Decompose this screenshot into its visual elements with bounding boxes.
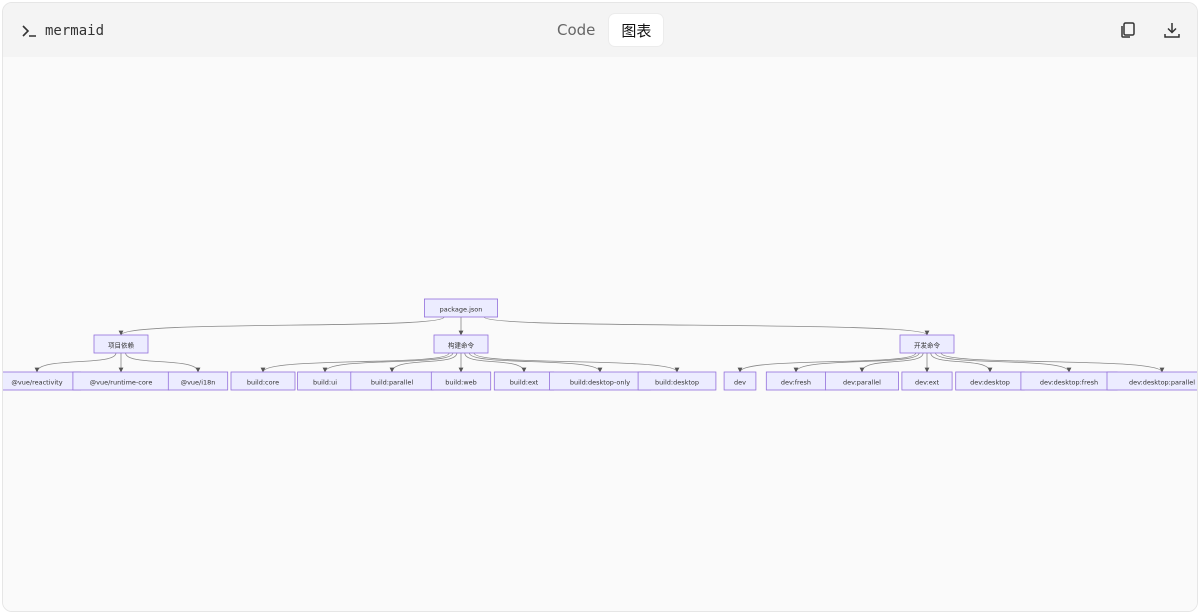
edge-root-g1 xyxy=(118,316,445,336)
mermaid-diagram: package.json 项目依赖 @vue/reactivity @vue/runt… xyxy=(3,298,1197,391)
node-g1: 项目依赖 xyxy=(93,334,149,354)
node-g1-leaf-label: @vue/runtime-core xyxy=(90,379,153,387)
edge-g3-2 xyxy=(859,352,924,373)
node-g1-leaf: @vue/i18n xyxy=(167,371,229,391)
node-g2-leaf-label: build:ui xyxy=(313,379,337,387)
node-g3-leaf: dev:parallel xyxy=(825,371,900,391)
node-g2-leaf-box xyxy=(637,371,717,391)
node-g1-leaf: @vue/runtime-core xyxy=(72,371,170,391)
node-g3-leaf-label: dev xyxy=(734,379,746,387)
edge-g2-4 xyxy=(464,352,527,373)
view-toggle: Code 图表 xyxy=(545,14,664,46)
node-g2-leaf: build:parallel xyxy=(350,371,434,391)
copy-icon xyxy=(1121,22,1135,38)
toolbar: mermaid Code 图表 xyxy=(3,3,1197,57)
tab-code[interactable]: Code xyxy=(557,21,596,39)
node-g3-leaf: dev xyxy=(723,371,757,391)
node-g3-leaf: dev:desktop xyxy=(955,371,1025,391)
tab-diagram[interactable]: 图表 xyxy=(609,14,664,46)
node-g1-leaf: @vue/reactivity xyxy=(3,371,81,391)
edge-g3-6 xyxy=(940,352,1165,373)
node-g3-leaf-label: dev:fresh xyxy=(781,379,811,387)
node-g3-leaf-label: dev:parallel xyxy=(843,379,881,387)
node-g2-leaf: build:web xyxy=(430,371,492,391)
node-root-box xyxy=(423,298,498,318)
diagram-canvas: package.json 项目依赖 @vue/reactivity @vue/runt… xyxy=(3,57,1197,611)
node-g3-leaf: dev:ext xyxy=(901,371,953,391)
node-g1-box xyxy=(93,334,149,354)
title-text: mermaid xyxy=(45,23,105,39)
edge-g3-0 xyxy=(737,352,917,373)
node-g2-leaf: build:ext xyxy=(493,371,555,391)
copy-button[interactable] xyxy=(1115,17,1141,43)
node-g1-leaf-label: @vue/reactivity xyxy=(11,379,62,387)
node-root: package.json xyxy=(423,298,498,318)
edge-g3-5 xyxy=(935,352,1072,373)
node-g2-leaf-label: build:core xyxy=(247,379,279,387)
node-g1-leaf-box xyxy=(167,371,229,391)
node-g3-box xyxy=(899,334,955,354)
node-g2-leaf-label: build:ext xyxy=(510,379,539,387)
edge-g2-0 xyxy=(260,352,450,373)
node-g3-leaf-label: dev:desktop xyxy=(970,379,1010,387)
edge-g3-4 xyxy=(930,352,993,373)
node-g3-leaf: dev:desktop:fresh xyxy=(1020,371,1118,391)
edge-g2-2 xyxy=(389,352,458,373)
node-g1-label: 项目依赖 xyxy=(108,341,135,350)
edge-g2-1 xyxy=(322,352,454,373)
node-g3-leaf-box xyxy=(825,371,900,391)
terminal-icon xyxy=(22,25,36,37)
node-g2-leaf-label: build:desktop xyxy=(655,379,699,387)
download-button[interactable] xyxy=(1159,17,1185,43)
node-g2-label: 构建命令 xyxy=(448,341,475,350)
node-g2-leaf-label: build:parallel xyxy=(371,379,414,387)
node-g3: 开发命令 xyxy=(899,334,955,354)
node-g3-label: 开发命令 xyxy=(914,341,941,350)
node-g3-leaf-label: dev:desktop:fresh xyxy=(1040,379,1098,387)
node-g3-leaf-label: dev:ext xyxy=(915,379,940,387)
node-g2-leaf-box xyxy=(430,371,492,391)
node-g2-box xyxy=(433,334,489,354)
edge-g2-5 xyxy=(468,352,603,373)
node-g2-leaf: build:ui xyxy=(297,371,353,391)
node-g2-leaf: build:core xyxy=(230,371,296,391)
node-g3-leaf: dev:desktop:parallel xyxy=(1106,371,1197,391)
node-g3-leaf-box xyxy=(901,371,953,391)
edge-g2-6 xyxy=(473,352,680,373)
node-g3-leaf-box xyxy=(723,371,757,391)
node-g2-leaf: build:desktop xyxy=(637,371,717,391)
node-root-label: package.json xyxy=(440,306,483,314)
node-g2-leaf: build:desktop-only xyxy=(549,371,651,391)
node-g3-leaf-box xyxy=(1106,371,1197,391)
node-g3-leaf: dev:fresh xyxy=(765,371,827,391)
edge-g3-1 xyxy=(793,352,920,373)
download-icon xyxy=(1164,23,1180,38)
viewer-title: mermaid xyxy=(21,21,104,41)
node-g2-leaf-label: build:desktop-only xyxy=(570,379,630,387)
node-g2: 构建命令 xyxy=(433,334,489,354)
node-g3-leaf-label: dev:desktop:parallel xyxy=(1129,379,1195,387)
edge-root-g3 xyxy=(483,316,930,336)
node-g1-leaf-label: @vue/i18n xyxy=(181,379,216,387)
node-g2-leaf-label: build:web xyxy=(445,379,477,387)
node-g2-leaf-box xyxy=(230,371,296,391)
edge-g1-2 xyxy=(125,352,201,373)
edge-g1-0 xyxy=(34,352,117,373)
